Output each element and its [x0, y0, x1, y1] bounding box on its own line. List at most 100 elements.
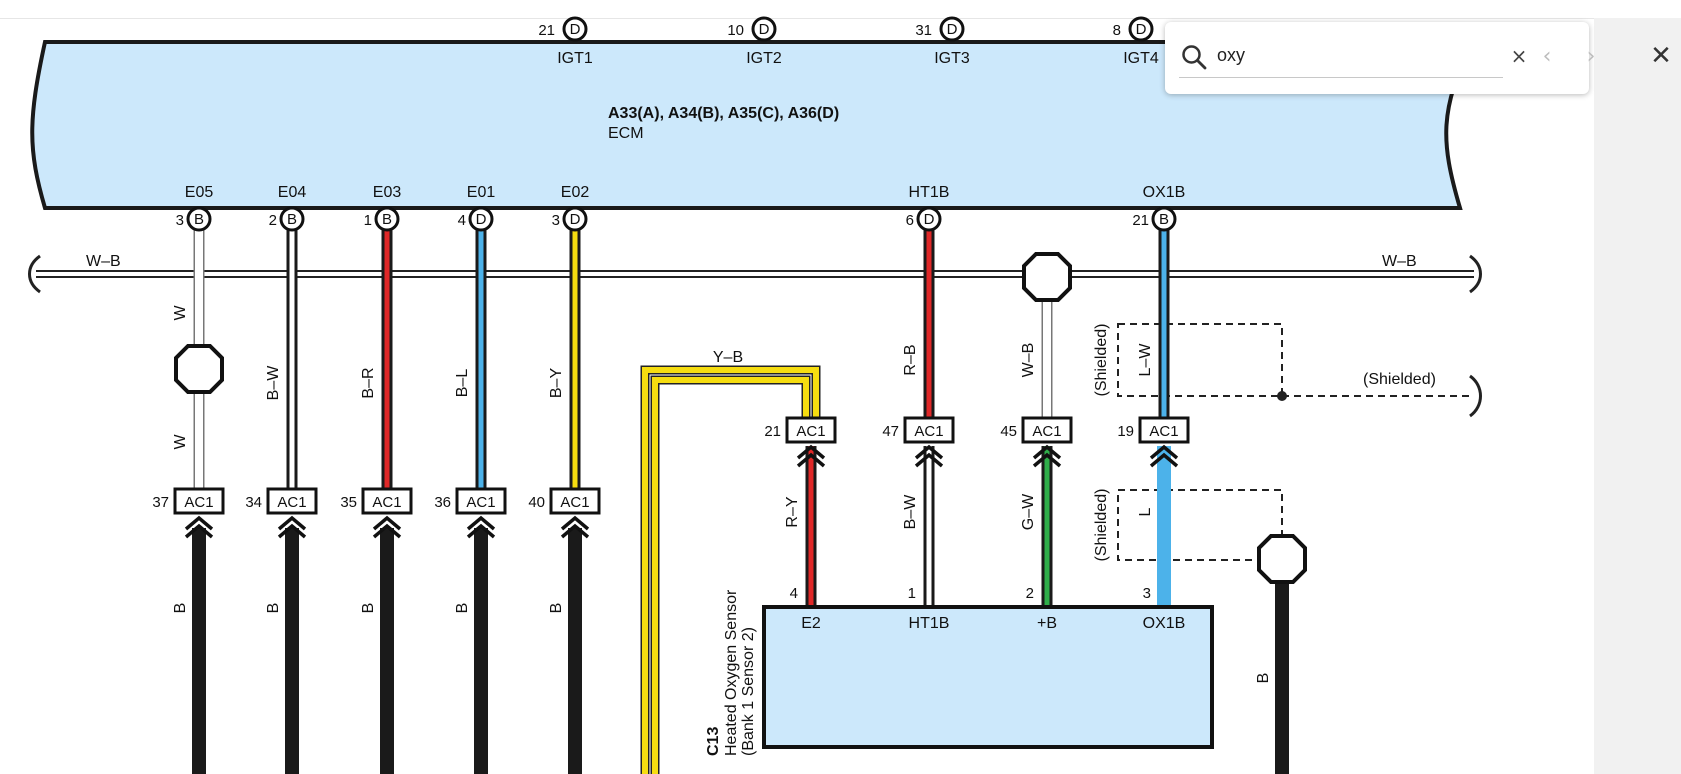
shield-upper: [1117, 323, 1470, 397]
double-chevron-icon: [1149, 444, 1179, 468]
chevron-right-icon: ›: [1586, 43, 1596, 69]
pin-number: 3: [552, 212, 560, 229]
find-input[interactable]: [1213, 40, 1481, 70]
search-icon: [1182, 45, 1207, 70]
ecm-pin-igt1[interactable]: 21 D IGT1: [538, 16, 593, 67]
connector-circle: [916, 206, 942, 232]
pin-number: 37: [152, 494, 169, 511]
connector-name: AC1: [1149, 423, 1178, 440]
connector-circle: [562, 206, 588, 232]
pin-label: E05: [185, 184, 214, 201]
pin-label: IGT4: [1123, 50, 1159, 67]
connector-name: AC1: [184, 494, 213, 511]
wire-label-w1: W: [172, 305, 189, 321]
connector-circle: [1128, 16, 1154, 42]
wire-label-y-b: Y–B: [713, 349, 743, 366]
splice-shield-ground: [1257, 534, 1307, 584]
pin-label: E02: [561, 184, 590, 201]
ecm-pin-igt4[interactable]: 8 D IGT4: [1113, 16, 1159, 67]
ac1-connector-37[interactable]: AC1 37: [152, 487, 225, 539]
connector-name: AC1: [372, 494, 401, 511]
pin-number: 3: [176, 212, 184, 229]
connector-box: [173, 487, 225, 515]
ecm-pin-igt2[interactable]: 10 D IGT2: [727, 16, 782, 67]
pin-number: 2: [269, 212, 277, 229]
pin-label: IGT3: [934, 50, 970, 67]
pin-number: 8: [1113, 22, 1121, 39]
ecm-pin-igt3[interactable]: 31 D IGT3: [915, 16, 970, 67]
connector-box: [455, 487, 507, 515]
splice-w-b: [1022, 252, 1072, 302]
pin-label: E2: [801, 615, 821, 632]
connector-circle: [374, 206, 400, 232]
previous-match-button[interactable]: ‹: [1531, 40, 1563, 72]
connector-circle: [186, 206, 212, 232]
wire-label-lw: L–W: [1137, 343, 1154, 377]
pin-number: 3: [1143, 585, 1151, 602]
connector-letter: D: [570, 21, 581, 38]
connector-letter: B: [287, 211, 297, 228]
wire-label-bl: B–L: [454, 369, 471, 398]
pin-number: 4: [790, 585, 798, 602]
pin-number: 4: [458, 212, 466, 229]
pin-label: IGT2: [746, 50, 782, 67]
wire-label-b5: B: [548, 603, 565, 614]
bus-label-right: W–B: [1382, 253, 1417, 270]
wire-label-gw: G–W: [1020, 493, 1037, 530]
ecm-name: ECM: [608, 125, 644, 142]
close-icon: ✕: [1650, 41, 1672, 71]
connector-circle: [1151, 206, 1177, 232]
chevron-left-icon: ‹: [1542, 43, 1552, 69]
viewer-scroll-gutter[interactable]: [1594, 18, 1681, 774]
sensor-pin-1: 4E2: [790, 585, 821, 632]
wire-label-l: L: [1137, 507, 1154, 516]
wire-label-ry: R–Y: [784, 496, 801, 527]
connector-circle: [939, 16, 965, 42]
shielded-label-right: (Shielded): [1363, 371, 1436, 388]
pin-number: 1: [908, 585, 916, 602]
sensor-name-line2: (Bank 1 Sensor 2): [740, 627, 757, 756]
oxygen-sensor-label: C13 Heated Oxygen Sensor (Bank 1 Sensor …: [705, 589, 757, 756]
connector-letter: D: [924, 211, 935, 228]
connector-box: [903, 416, 955, 444]
sensor-name-line1: Heated Oxygen Sensor: [723, 589, 740, 756]
clear-search-button[interactable]: ×: [1503, 40, 1535, 72]
pin-number: 21: [1132, 212, 1149, 229]
close-find-button[interactable]: ✕: [1645, 40, 1677, 72]
double-chevron-icon: [277, 515, 307, 539]
pin-label: E01: [467, 184, 496, 201]
find-in-page-bar: × ‹ › ✕: [1165, 22, 1672, 94]
connector-letter: D: [570, 211, 581, 228]
connector-box: [266, 487, 318, 515]
connector-letter: D: [947, 21, 958, 38]
connector-box: [549, 487, 601, 515]
next-match-button[interactable]: ›: [1575, 40, 1607, 72]
double-chevron-icon: [372, 515, 402, 539]
pin-number: 6: [906, 212, 914, 229]
wire-y-b: [640, 365, 821, 774]
wire-label-bw: B–W: [265, 365, 282, 401]
connector-letter: D: [1136, 21, 1147, 38]
double-chevron-icon: [560, 515, 590, 539]
shield-break: [1469, 374, 1482, 418]
